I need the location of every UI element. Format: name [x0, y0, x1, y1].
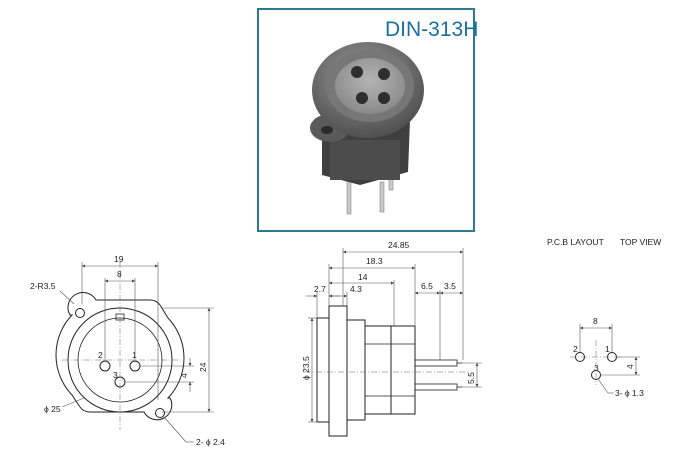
dim-hole-dia: 2- ϕ 2.4 [196, 437, 225, 447]
side-body-rear [390, 325, 416, 415]
side-view: 24.85 18.3 14 2.7 4.3 6.5 3.5 ϕ 23.5 5.5 [301, 240, 482, 437]
dim-height: 24 [198, 362, 208, 372]
connector-photo [310, 42, 424, 215]
side-bezel [328, 305, 348, 437]
flange-outline [55, 291, 185, 421]
dim-flange: 2.7 [314, 284, 326, 294]
view-heading: TOP VIEW [620, 237, 661, 247]
pcb-pin-label-1: 1 [605, 344, 610, 354]
dim-mount-radius: 2-R3.5 [30, 281, 56, 291]
dim-pin-pitch: 5.5 [466, 372, 476, 384]
pcb-dim-offset: 4 [625, 364, 635, 369]
model-title: DIN-313H [385, 18, 478, 41]
side-body-front [346, 319, 366, 421]
front-pin-label-1: 1 [132, 350, 137, 360]
front-view: 2 1 3 19 8 24 4 2-R3.5 ϕ 25 2- ϕ 2.4 [30, 254, 225, 447]
dim-flange-step: 4.3 [350, 284, 362, 294]
pcb-layout: P.C.B LAYOUT TOP VIEW 2 1 3 8 4 3- ϕ 1.3 [547, 237, 661, 398]
front-pin-label-3: 3 [113, 370, 118, 380]
pcb-dim-hole: 3- ϕ 1.3 [615, 388, 644, 398]
product-photo-panel: DIN-313H [257, 8, 478, 232]
dim-width: 19 [114, 254, 124, 264]
dim-pin-spacing: 8 [117, 269, 122, 279]
side-flange [316, 317, 330, 423]
dim-pin-tip: 3.5 [444, 281, 456, 291]
pcb-heading: P.C.B LAYOUT [547, 237, 604, 247]
mount-hole-top [75, 308, 85, 318]
dim-side-diameter: ϕ 23.5 [301, 356, 311, 380]
mount-hole-bottom [155, 408, 165, 418]
dim-body: 18.3 [366, 256, 383, 266]
dim-pin-offset: 4 [179, 373, 189, 378]
front-pin-label-2: 2 [98, 350, 103, 360]
side-body-mid [364, 325, 392, 415]
pcb-pin-label-2: 2 [573, 344, 578, 354]
dim-pin-length: 6.5 [421, 281, 433, 291]
dim-body-diameter: ϕ 25 [44, 404, 61, 414]
dim-overall: 24.85 [388, 240, 410, 250]
front-pin-2 [99, 360, 111, 372]
pcb-dim-spacing: 8 [593, 316, 598, 326]
front-pin-1 [129, 360, 141, 372]
dim-depth: 14 [358, 272, 368, 282]
pcb-pin-label-3: 3 [594, 363, 599, 373]
